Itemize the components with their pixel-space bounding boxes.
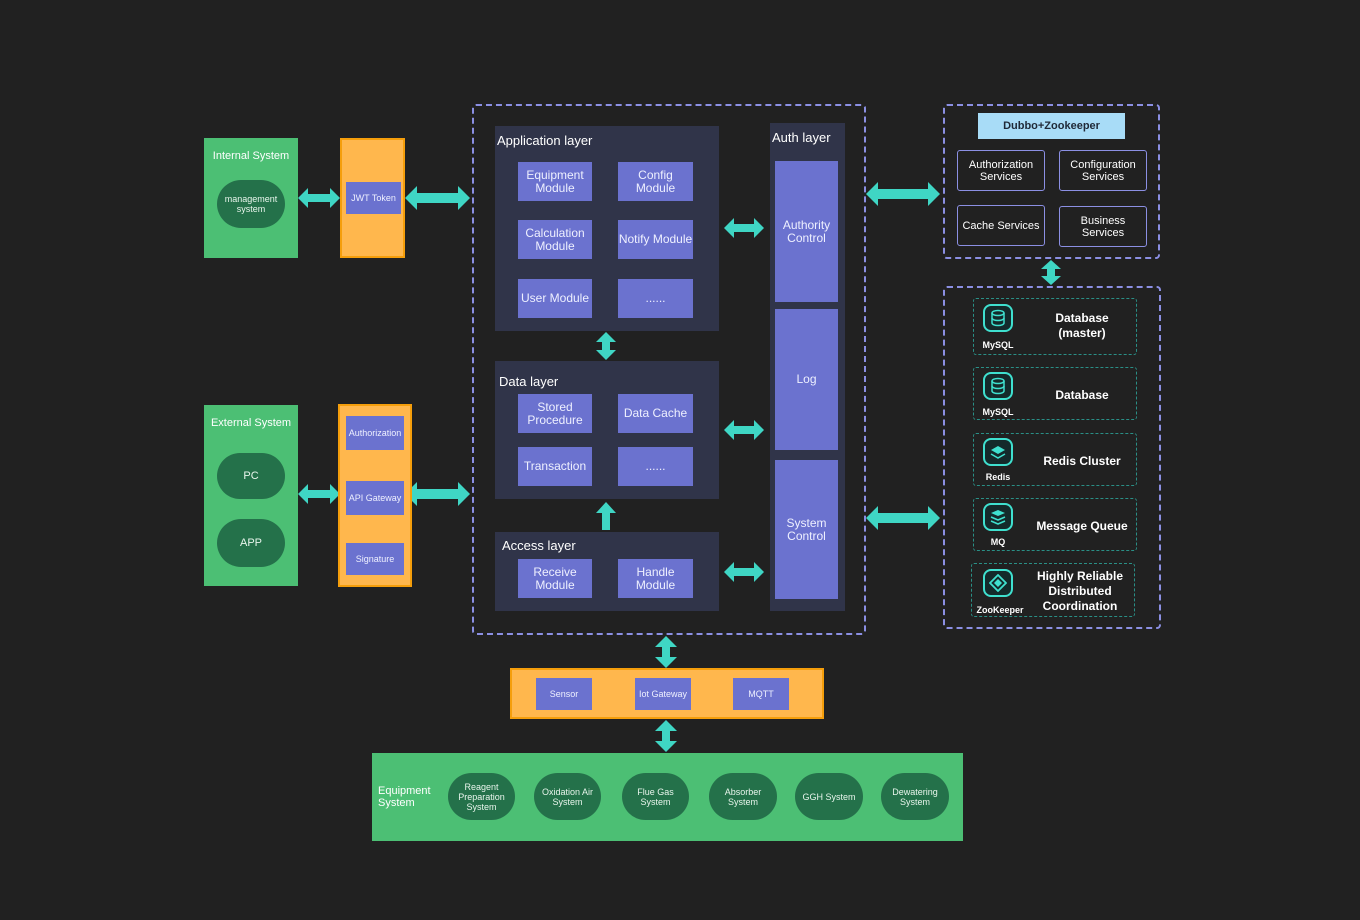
config-module[interactable]: Config Module <box>618 162 693 201</box>
notify-module[interactable]: Notify Module <box>618 220 693 259</box>
more-data-modules[interactable]: ...... <box>618 447 693 486</box>
authority-control-node[interactable]: Authority Control <box>775 161 838 302</box>
platform-container <box>472 104 866 635</box>
dubbo-container: Dubbo+Zookeeper Authorization Services C… <box>943 104 1160 259</box>
equipment-system-panel: Equipment System Reagent Preparation Sys… <box>372 753 963 841</box>
more-app-modules[interactable]: ...... <box>618 279 693 318</box>
data-layer-title: Data layer <box>499 374 559 389</box>
zookeeper-icon <box>983 569 1013 597</box>
reagent-preparation-system[interactable]: Reagent Preparation System <box>448 773 515 820</box>
storage-label: Redis Cluster <box>1043 453 1121 468</box>
queue-icon <box>983 503 1013 531</box>
handle-module[interactable]: Handle Module <box>618 559 693 598</box>
arrow-internal-jwt <box>298 188 340 208</box>
storage-row-redis[interactable]: Redis Redis Cluster <box>973 433 1137 486</box>
authorization-services[interactable]: Authorization Services <box>957 150 1045 191</box>
system-control-node[interactable]: System Control <box>775 460 838 599</box>
redis-icon <box>983 438 1013 466</box>
external-system-title: External System <box>210 417 292 429</box>
database-icon <box>983 304 1013 332</box>
calculation-module[interactable]: Calculation Module <box>518 220 592 259</box>
iot-bar: Sensor Iot Gateway MQTT <box>510 668 824 719</box>
external-system-panel: External System PC APP <box>204 405 298 586</box>
business-services[interactable]: Business Services <box>1059 206 1147 247</box>
mqtt-node[interactable]: MQTT <box>733 678 789 710</box>
storage-container: MySQL Database (master) MySQL Database R… <box>943 286 1161 629</box>
storage-label: Message Queue <box>1036 518 1128 533</box>
receive-module[interactable]: Receive Module <box>518 559 592 598</box>
configuration-services[interactable]: Configuration Services <box>1059 150 1147 191</box>
internal-system-panel: Internal System management system <box>204 138 298 258</box>
arrow-data-auth <box>724 420 764 440</box>
auth-layer: Auth layer Authority Control Log System … <box>770 123 845 611</box>
data-cache-module[interactable]: Data Cache <box>618 394 693 433</box>
flue-gas-system[interactable]: Flue Gas System <box>622 773 689 820</box>
storage-name: MQ <box>990 537 1006 547</box>
application-layer-title: Application layer <box>497 133 593 148</box>
storage-name: MySQL <box>982 407 1014 417</box>
jwt-panel: JWT Token <box>340 138 405 258</box>
absorber-system[interactable]: Absorber System <box>709 773 777 820</box>
arrow-dubbo-storage <box>1041 260 1061 285</box>
application-layer: Application layer Equipment Module Confi… <box>495 126 719 331</box>
gateway-panel: Authorization API Gateway Signature <box>338 404 412 587</box>
log-node[interactable]: Log <box>775 309 838 450</box>
equipment-module[interactable]: Equipment Module <box>518 162 592 201</box>
transaction-module[interactable]: Transaction <box>518 447 592 486</box>
oxidation-air-system[interactable]: Oxidation Air System <box>534 773 601 820</box>
arrow-jwt-platform <box>405 186 470 210</box>
arrow-access-auth <box>724 562 764 582</box>
equipment-system-title: Equipment System <box>378 785 431 809</box>
arrow-app-auth <box>724 218 764 238</box>
user-module[interactable]: User Module <box>518 279 592 318</box>
arrow-iot-equipment <box>655 720 677 752</box>
authorization-node[interactable]: Authorization <box>346 416 404 450</box>
dewatering-system[interactable]: Dewatering System <box>881 773 949 820</box>
arrow-platform-iot <box>655 636 677 668</box>
storage-label: Highly Reliable Distributed Coordination <box>1036 568 1124 613</box>
iot-gateway-node[interactable]: Iot Gateway <box>635 678 691 710</box>
arrow-app-data <box>596 332 616 360</box>
storage-name: ZooKeeper <box>976 605 1024 615</box>
sensor-node[interactable]: Sensor <box>536 678 592 710</box>
internal-system-title: Internal System <box>212 150 290 162</box>
database-icon <box>983 372 1013 400</box>
storage-name: MySQL <box>982 340 1014 350</box>
dubbo-title: Dubbo+Zookeeper <box>978 113 1125 139</box>
auth-layer-title: Auth layer <box>772 130 831 145</box>
arrow-gateway-platform <box>405 482 470 506</box>
storage-row-database[interactable]: MySQL Database <box>973 367 1137 420</box>
storage-row-mq[interactable]: MQ Message Queue <box>973 498 1137 551</box>
management-system-node[interactable]: management system <box>217 180 285 228</box>
storage-label: Database (master) <box>1055 311 1109 340</box>
arrow-platform-storage <box>866 506 940 530</box>
api-gateway-node[interactable]: API Gateway <box>346 481 404 515</box>
arrow-external-gateway <box>298 484 340 504</box>
jwt-token-node[interactable]: JWT Token <box>346 182 401 214</box>
arrow-access-data <box>596 502 616 530</box>
data-layer: Data layer Stored Procedure Data Cache T… <box>495 361 719 499</box>
pc-node[interactable]: PC <box>217 453 285 499</box>
cache-services[interactable]: Cache Services <box>957 205 1045 246</box>
ggh-system[interactable]: GGH System <box>795 773 863 820</box>
double-arrows <box>298 182 1061 752</box>
access-layer-title: Access layer <box>502 538 576 553</box>
storage-row-database-master[interactable]: MySQL Database (master) <box>973 298 1137 355</box>
signature-node[interactable]: Signature <box>346 543 404 575</box>
storage-row-zookeeper[interactable]: ZooKeeper Highly Reliable Distributed Co… <box>971 563 1135 617</box>
app-node[interactable]: APP <box>217 519 285 567</box>
access-layer: Access layer Receive Module Handle Modul… <box>495 532 719 611</box>
storage-label: Database <box>1055 387 1109 402</box>
storage-name: Redis <box>985 472 1011 482</box>
arrow-platform-dubbo <box>866 182 940 206</box>
stored-procedure-module[interactable]: Stored Procedure <box>518 394 592 433</box>
